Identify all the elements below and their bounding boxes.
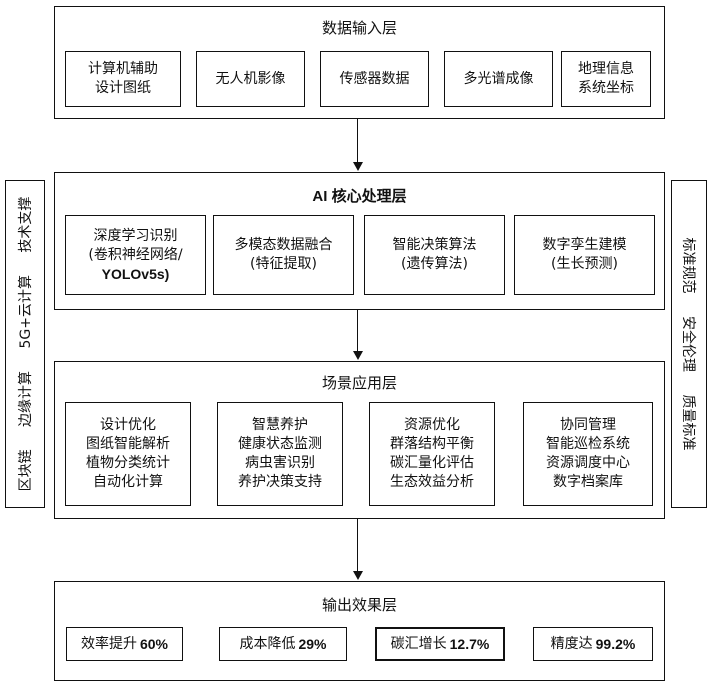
ai-item-line: YOLOv5s) [101,265,170,282]
input-item-line: 系统坐标 [578,80,634,96]
input-item-sensor: 传感器数据 [320,51,429,107]
ai-item-line: 数字孪生建模 [542,237,627,253]
ai-item-line: (卷积神经网络/ [88,246,183,263]
app-item-resource: 资源优化 群落结构平衡 碳汇量化评估 生态效益分析 [369,402,495,506]
standard-item: 质量标准 [680,394,696,451]
app-item-line: 数字档案库 [553,474,623,490]
output-item-value: 12.7% [449,635,490,652]
ai-item-line: (遗传算法) [401,256,468,272]
support-item: 5G+云计算 [18,275,34,349]
output-layer: 输出效果层 效率提升 60% 成本降低 29% 碳汇增长 12.7% 精度达 9… [54,581,665,681]
app-item-line: 设计优化 [100,417,156,433]
ai-item-line: 智能决策算法 [392,237,477,253]
app-item-line: 健康状态监测 [238,436,322,452]
ai-item-line: (特征提取) [250,256,317,272]
output-item-value: 60% [139,635,169,652]
input-item-line: 多光谱成像 [463,70,534,87]
output-item-label: 成本降低 [239,635,296,652]
output-item-cost: 成本降低 29% [219,627,347,661]
arrowhead [353,571,363,580]
app-item-line: 植物分类统计 [86,455,170,471]
left-support-text: 区块链 边缘计算 5G+云计算 技术支撑 [15,188,35,501]
arrowhead [353,162,363,171]
app-item-collaboration: 协同管理 智能巡检系统 资源调度中心 数字档案库 [523,402,653,506]
app-item-line: 协同管理 [560,417,616,433]
app-item-line: 群落结构平衡 [390,436,474,452]
output-item-label: 效率提升 [80,635,137,652]
app-layer: 场景应用层 设计优化 图纸智能解析 植物分类统计 自动化计算 智慧养护 健康状态… [54,361,665,519]
ai-item-line: 深度学习识别 [93,227,178,244]
app-item-line: 养护决策支持 [238,474,322,490]
support-item: 边缘计算 [18,370,34,427]
output-item-efficiency: 效率提升 60% [66,627,183,661]
input-item-line: 设计图纸 [95,80,151,96]
app-item-line: 资源优化 [404,417,460,433]
app-item-line: 智慧养护 [252,417,308,433]
app-item-line: 图纸智能解析 [86,436,170,452]
app-item-line: 生态效益分析 [390,474,474,490]
output-item-accuracy: 精度达 99.2% [533,627,653,661]
flow-arrow [357,310,358,352]
app-item-line: 智能巡检系统 [546,436,630,452]
app-item-line: 碳汇量化评估 [390,455,474,471]
support-item: 技术支撑 [18,196,34,253]
ai-item-line: (生长预测) [551,256,618,272]
ai-item-deep-learning: 深度学习识别 (卷积神经网络/ YOLOv5s) [65,215,206,295]
standard-item: 标准规范 [680,237,696,294]
ai-item-fusion: 多模态数据融合 (特征提取) [213,215,354,295]
ai-item-digital-twin: 数字孪生建模 (生长预测) [514,215,655,295]
app-item-line: 资源调度中心 [546,455,630,471]
support-item: 区块链 [18,449,34,492]
input-item-cad: 计算机辅助 设计图纸 [65,51,181,107]
input-item-gis: 地理信息 系统坐标 [561,51,651,107]
input-item-multispectral: 多光谱成像 [444,51,553,107]
arrowhead [353,351,363,360]
app-layer-title: 场景应用层 [321,374,397,392]
input-item-line: 传感器数据 [339,70,410,87]
app-item-line: 自动化计算 [93,474,163,490]
input-item-drone: 无人机影像 [196,51,305,107]
input-item-line: 无人机影像 [215,70,286,87]
ai-layer-title: AI 核心处理层 [312,188,407,205]
standard-item: 安全伦理 [680,316,696,372]
left-support-bar: 区块链 边缘计算 5G+云计算 技术支撑 [5,180,45,508]
output-layer-title: 输出效果层 [321,596,397,614]
output-item-label: 碳汇增长 [390,635,447,652]
app-item-design: 设计优化 图纸智能解析 植物分类统计 自动化计算 [65,402,191,506]
output-item-value: 29% [298,635,327,652]
output-item-label: 精度达 [550,635,593,652]
right-standards-bar: 标准规范 安全伦理 质量标准 [671,180,707,508]
right-standards-text: 标准规范 安全伦理 质量标准 [679,229,699,460]
app-item-line: 病虫害识别 [245,455,315,471]
ai-item-line: 多模态数据融合 [234,237,333,253]
flow-arrow [357,519,358,572]
input-item-line: 计算机辅助 [88,61,158,77]
flow-arrow [357,119,358,163]
ai-item-decision: 智能决策算法 (遗传算法) [364,215,505,295]
app-item-maintenance: 智慧养护 健康状态监测 病虫害识别 养护决策支持 [217,402,343,506]
input-layer: 数据输入层 计算机辅助 设计图纸 无人机影像 传感器数据 多光谱成像 地理信息 … [54,6,665,119]
ai-layer: AI 核心处理层 深度学习识别 (卷积神经网络/ YOLOv5s) 多模态数据融… [54,172,665,310]
output-item-value: 99.2% [595,635,636,652]
input-item-line: 地理信息 [578,61,634,77]
input-layer-title: 数据输入层 [321,19,397,37]
output-item-carbon: 碳汇增长 12.7% [375,627,505,661]
